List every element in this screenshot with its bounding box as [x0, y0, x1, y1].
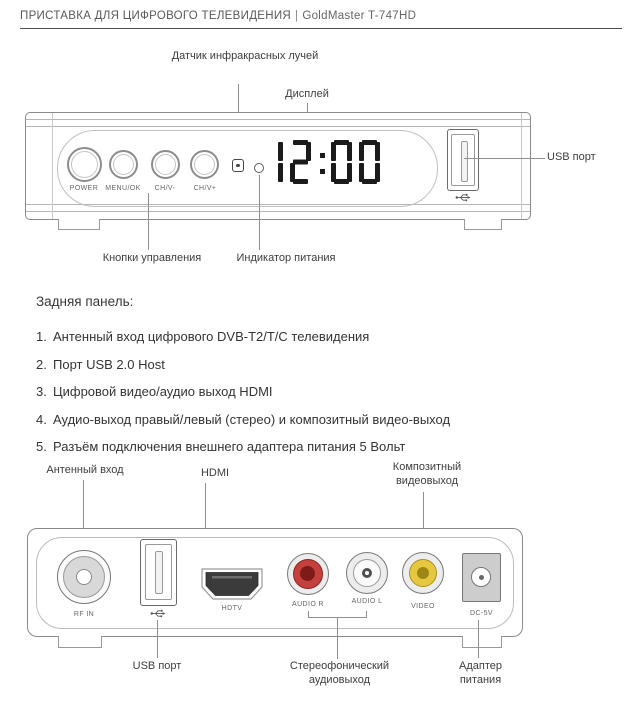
spec-item-text: Аудио-выход правый/левый (стерео) и комп…	[53, 411, 451, 427]
front-bottom-edge-line	[26, 211, 530, 212]
spec-item-text: Разъём подключения внешнего адаптера пит…	[53, 439, 406, 454]
video-center	[417, 567, 429, 579]
power-button	[67, 147, 102, 182]
power-button-label: POWER	[69, 185, 99, 192]
dc-jack-pin	[479, 575, 484, 580]
front-foot	[58, 219, 100, 230]
usb-icon	[150, 609, 166, 618]
power-indicator-led	[254, 163, 264, 173]
spec-item-number: 1.	[36, 329, 47, 344]
front-right-edge-line	[521, 113, 522, 219]
spec-item-text: Порт USB 2.0 Host	[53, 356, 165, 372]
back-device-face	[36, 537, 514, 629]
audio-l-label: AUDIO L	[351, 598, 383, 605]
rear-panel-spec-list: Задняя панель: 1. Антенный вход цифрового…	[36, 294, 611, 454]
front-usb-port-slot	[451, 134, 475, 186]
callout-line	[478, 620, 479, 658]
dc-label: DC-5V	[469, 610, 493, 617]
channel-down-button-label: CH/V-	[154, 185, 176, 192]
callout-usb-front: USB порт	[547, 151, 596, 163]
front-control-recess	[57, 130, 438, 207]
button-ring	[194, 154, 215, 175]
front-foot	[464, 219, 502, 230]
callout-usb-back: USB порт	[132, 660, 182, 672]
stereo-bracket	[308, 611, 367, 618]
audio-r-center	[300, 566, 315, 581]
spec-item: 2. Порт USB 2.0 Host	[36, 356, 611, 372]
callout-composite: Композитный видеовыход	[392, 461, 462, 487]
callout-hdmi: HDMI	[200, 467, 230, 479]
spec-heading: Задняя панель:	[36, 294, 134, 309]
ir-sensor-dot	[236, 163, 240, 167]
callout-antenna: Антенный вход	[46, 464, 124, 476]
callout-display: Дисплей	[285, 88, 329, 100]
channel-up-button	[190, 150, 219, 179]
back-foot	[58, 636, 102, 648]
callout-ir-sensor: Датчик инфракрасных лучей	[171, 50, 319, 62]
rf-in-label: RF IN	[73, 611, 95, 618]
title-separator: |	[295, 10, 299, 22]
spec-item: 4. Аудио-выход правый/левый (стерео) и ко…	[36, 411, 611, 427]
usb-icon	[455, 193, 471, 202]
model-name: GoldMaster T-747HD	[302, 10, 417, 22]
button-ring	[71, 151, 98, 178]
callout-line	[464, 158, 545, 159]
spec-item: 1. Антенный вход цифрового DVB-T2/T/C тел…	[36, 330, 611, 344]
back-usb-port-tongue	[155, 551, 163, 594]
callout-line	[205, 483, 206, 571]
hdmi-label: HDTV	[221, 605, 243, 612]
back-usb-port-slot	[145, 544, 172, 600]
audio-r-label: AUDIO R	[292, 601, 324, 608]
front-top-edge-line	[26, 126, 530, 127]
front-usb-port-tongue	[461, 141, 468, 182]
spec-item-number: 5.	[36, 439, 47, 454]
video-label: VIDEO	[411, 603, 435, 610]
spec-item-number: 2.	[36, 356, 47, 372]
back-foot	[462, 636, 502, 648]
callout-line	[157, 620, 158, 658]
hdmi-connector	[201, 568, 263, 600]
menu-ok-button	[109, 150, 138, 179]
spec-item: 3. Цифровой видео/аудио выход HDMI	[36, 385, 611, 399]
callout-line	[423, 492, 424, 560]
page-header: ПРИСТАВКА ДЛЯ ЦИФРОВОГО ТЕЛЕВИДЕНИЯ|Gold…	[20, 10, 622, 29]
callout-power-indicator: Индикатор питания	[236, 252, 336, 264]
page-title: ПРИСТАВКА ДЛЯ ЦИФРОВОГО ТЕЛЕВИДЕНИЯ	[20, 10, 292, 22]
front-left-edge-line	[52, 113, 53, 219]
button-ring	[113, 154, 134, 175]
menu-ok-button-label: MENU/OK	[105, 185, 141, 192]
audio-l-center-dot	[365, 571, 369, 575]
rf-in-pin-hole	[76, 569, 92, 585]
callout-stereo: Стереофонический аудиовыход	[289, 660, 390, 686]
front-top-edge-line	[26, 119, 530, 120]
callout-line	[148, 193, 149, 250]
callout-line	[337, 618, 338, 659]
ir-sensor-window-icon	[232, 159, 244, 172]
front-bottom-edge-line	[26, 204, 530, 205]
spec-item-number: 4.	[36, 411, 47, 427]
callout-line	[259, 175, 260, 250]
spec-item: 5. Разъём подключения внешнего адаптера п…	[36, 440, 611, 454]
spec-item-number: 3.	[36, 384, 47, 399]
callout-control-buttons: Кнопки управления	[102, 252, 202, 264]
button-ring	[155, 154, 176, 175]
channel-down-button	[151, 150, 180, 179]
spec-item-text: Цифровой видео/аудио выход HDMI	[53, 384, 273, 399]
front-display	[262, 140, 380, 189]
spec-item-text: Антенный вход цифрового DVB-T2/T/C телев…	[53, 329, 370, 344]
channel-up-button-label: CH/V+	[193, 185, 217, 192]
callout-power-adapter: Адаптер питания	[459, 660, 502, 686]
